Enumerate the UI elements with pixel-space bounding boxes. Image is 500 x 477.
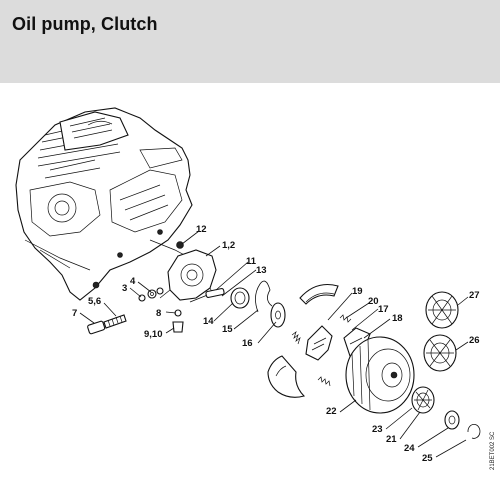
part-14-sleeve [230,287,250,309]
rim-sprocket-26 [423,334,457,372]
clutch-drum-22 [345,336,415,414]
callout-17: 17 [378,304,389,315]
e-clip-25 [467,424,481,439]
callout-18: 18 [392,313,403,324]
small-seal-parts [138,287,164,302]
callout-27: 27 [469,290,480,301]
clutch-shoe-bottom [267,355,306,398]
callout-14: 14 [203,316,214,327]
oil-pump-screw-12 [176,241,184,249]
clutch-shoe-top [299,283,339,305]
needle-bearing-23 [411,386,435,414]
clutch-carrier-17 [305,325,333,361]
callout-26: 26 [469,335,480,346]
callout-13: 13 [256,265,267,276]
callout-8: 8 [156,308,161,319]
callout-3: 3 [122,283,127,294]
callout-22: 22 [326,406,337,417]
callout-1-2: 1,2 [222,240,235,251]
callout-25: 25 [422,453,433,464]
clutch-spring-20 [339,314,352,323]
callout-24: 24 [404,443,415,454]
washer-24 [444,410,460,430]
callout-5-6: 5,6 [88,296,101,307]
callout-9-10: 9,10 [144,329,163,340]
part-16-spring [291,331,301,345]
callout-21: 21 [386,434,397,445]
page-title: Oil pump, Clutch [12,14,158,34]
leader-lines [79,230,469,458]
worm-shaft-part [87,314,127,335]
callout-11: 11 [246,256,257,267]
rim-sprocket-27 [425,291,459,329]
exploded-parts-diagram: 12 1,2 11 13 4 3 5,6 7 8 9,10 14 15 16 1… [15,107,496,470]
callout-19: 19 [352,286,363,297]
callout-4: 4 [130,276,136,287]
callout-16: 16 [242,338,253,349]
part-15-spring-clip [255,280,273,313]
header-bar: Oil pump, Clutch [0,0,500,83]
callout-7: 7 [72,308,77,319]
part-16-washer [270,302,286,328]
drawing-code: 21BET002 SC [490,431,496,470]
clutch-spring-bottom [317,376,331,387]
callout-23: 23 [372,424,383,435]
callout-12: 12 [196,224,207,235]
plug-parts [172,309,184,333]
oil-hose [189,288,225,303]
chainsaw-body [15,107,193,301]
callout-15: 15 [222,324,233,335]
callout-labels: 12 1,2 11 13 4 3 5,6 7 8 9,10 14 15 16 1… [72,224,480,464]
callout-20: 20 [368,296,379,307]
